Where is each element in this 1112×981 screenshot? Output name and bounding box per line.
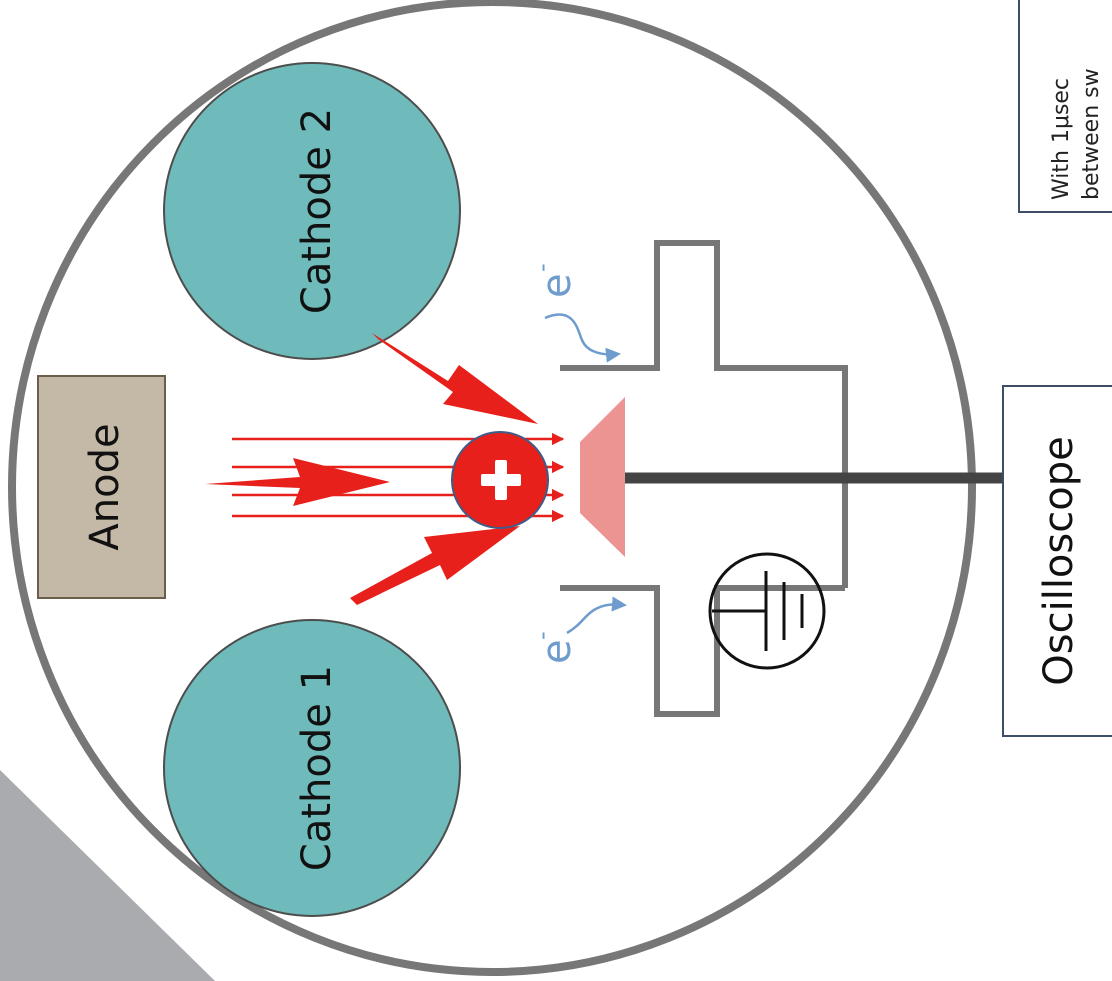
ground-icon [708, 552, 826, 670]
cathode-1: Cathode 1 [163, 619, 461, 917]
cathode-1-label: Cathode 1 [294, 665, 340, 871]
corner-decoration [0, 770, 215, 981]
electron-upper-charge: - [528, 263, 556, 272]
note-line-2: between sw [1079, 68, 1104, 200]
electron-lower-symbol: e [534, 639, 580, 664]
positive-ion [451, 431, 549, 529]
cathode-2-label: Cathode 2 [294, 108, 340, 314]
oscilloscope: Oscilloscope [1002, 385, 1112, 737]
flow-arrow-from-cathode-1 [350, 526, 520, 605]
flow-arrow-from-cathode-2 [372, 333, 538, 424]
note-line-1: With 1μsec [1049, 78, 1074, 200]
detector-plate [580, 397, 625, 557]
electron-lower: e - [528, 596, 627, 664]
flow-arrows [205, 333, 538, 605]
electron-lower-path [566, 596, 627, 635]
oscilloscope-label: Oscilloscope [1036, 436, 1082, 685]
anode-label: Anode [82, 423, 128, 550]
note-box: With 1μsec between sw [1018, 0, 1112, 213]
electron-upper: e - [528, 263, 621, 363]
electron-upper-path [544, 313, 621, 363]
electron-lower-charge: - [528, 631, 556, 640]
flow-arrow-from-anode [205, 458, 390, 506]
detector-housing [560, 240, 848, 717]
cathode-2: Cathode 2 [163, 62, 461, 360]
electron-upper-symbol: e [534, 273, 580, 298]
anode: Anode [37, 375, 166, 599]
